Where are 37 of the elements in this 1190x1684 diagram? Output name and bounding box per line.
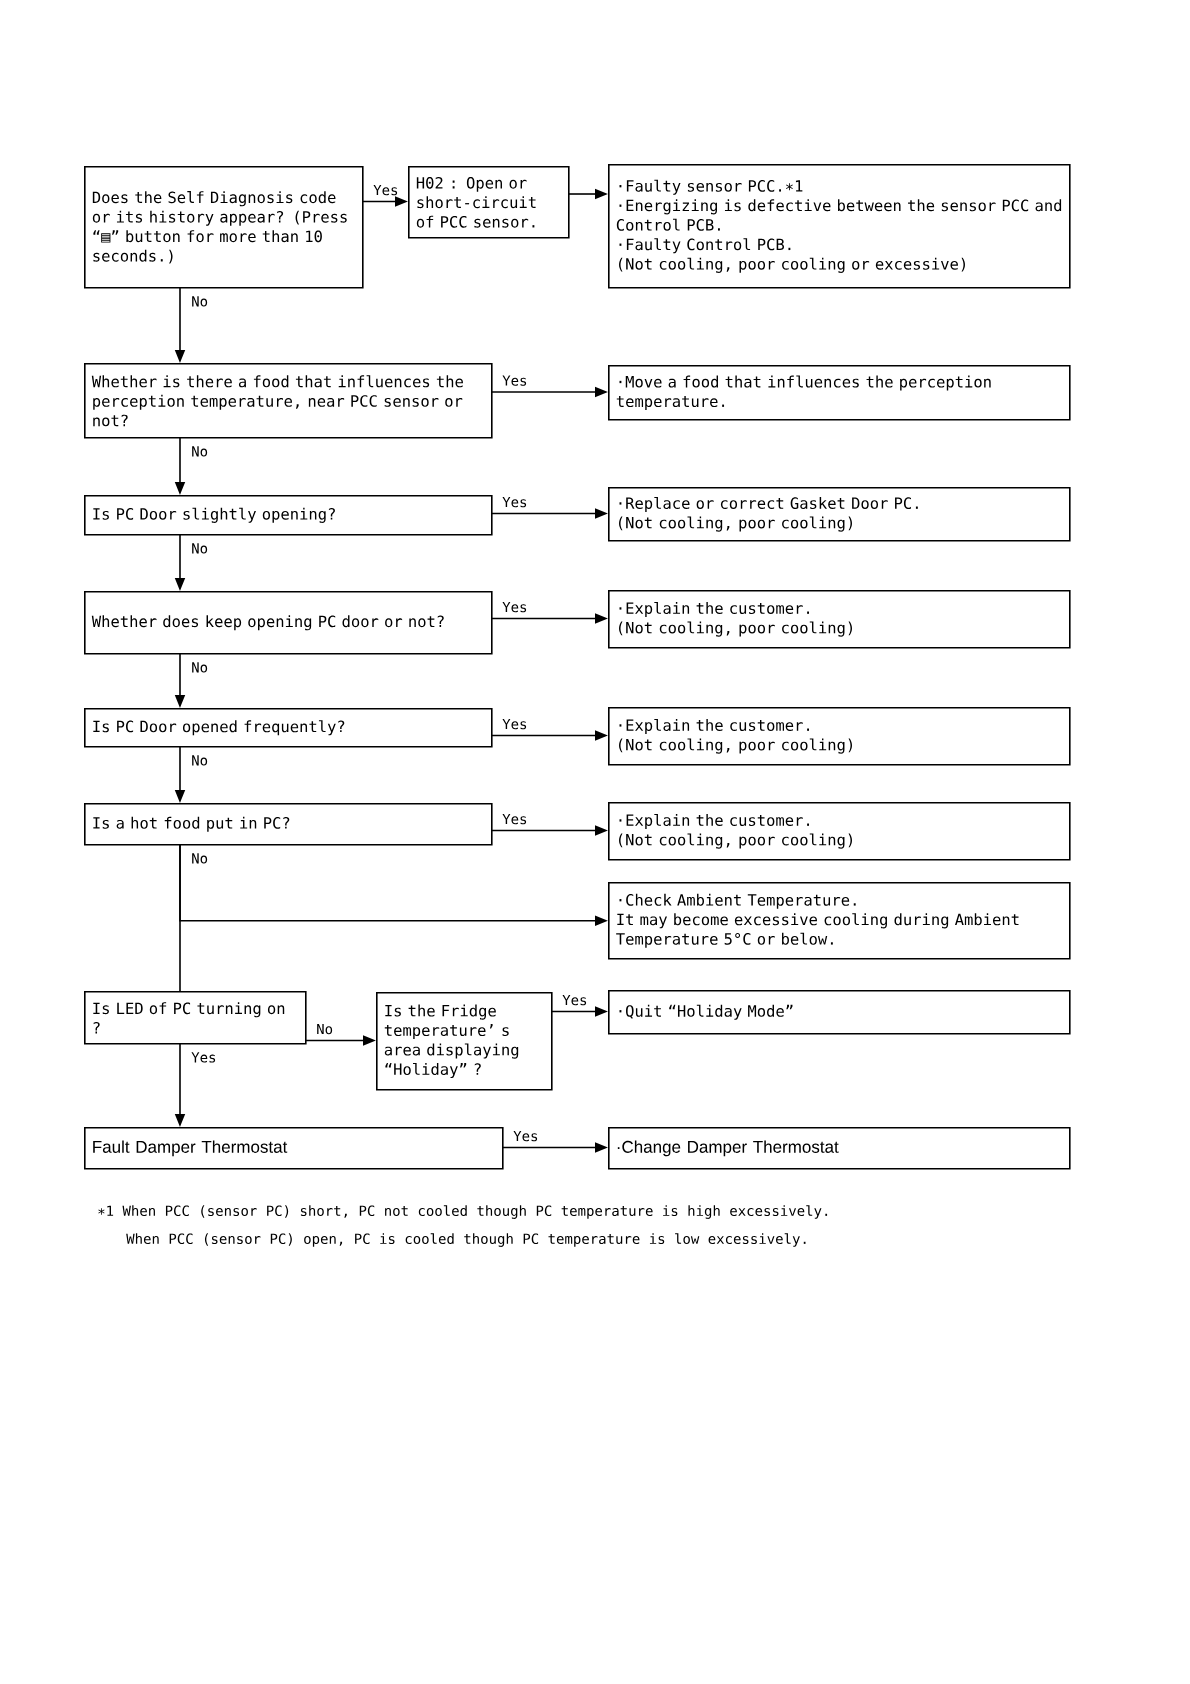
edge-label: Yes xyxy=(502,601,527,613)
edge-label: Yes xyxy=(502,496,527,508)
action-box: ·Explain the customer. (Not cooling, poor cooling) xyxy=(608,802,1071,861)
edge-label: Yes xyxy=(373,184,398,196)
result-box: H02 : Open or short-circuit of PCC sensor. xyxy=(408,166,570,239)
decision-box: Whether is there a food that influences the perception temperature, near PCC sensor or not? xyxy=(84,363,493,439)
edge-label: No xyxy=(317,1023,333,1035)
decision-box: Is LED of PC turning on ? xyxy=(84,991,307,1045)
footnote: When PCC (sensor PC) open, PC is cooled though PC temperature is low excessively. xyxy=(126,1233,806,1247)
edge-label: No xyxy=(192,853,208,864)
edge-label: Yes xyxy=(502,813,527,825)
edge-label: No xyxy=(192,446,208,457)
edge-label: Yes xyxy=(513,1130,538,1142)
edge-label: Yes xyxy=(562,994,587,1006)
action-box: ·Move a food that influences the perception temperature. xyxy=(608,365,1071,421)
decision-box: Whether does keep opening PC door or not? xyxy=(84,591,493,655)
edge-label: No xyxy=(192,755,208,766)
action-box: ·Replace or correct Gasket Door PC. (Not cooling, poor cooling) xyxy=(608,487,1071,542)
action-box: ·Change Damper Thermostat xyxy=(608,1127,1071,1170)
action-box: ·Check Ambient Temperature. It may become excessive cooling during Ambient Temperature 5°C or below. xyxy=(608,882,1071,960)
edge-label: No xyxy=(192,296,208,307)
action-box: ·Quit “Holiday Mode” xyxy=(608,990,1071,1035)
decision-box: Is the Fridge temperature’ s area displaying “Holiday” ? xyxy=(376,992,553,1091)
edge-label: No xyxy=(192,543,208,554)
edge-label: Yes xyxy=(191,1052,216,1063)
footnote: ∗1 When PCC (sensor PC) short, PC not cooled though PC temperature is high excessively. xyxy=(98,1205,828,1219)
decision-box: Is PC Door opened frequently? xyxy=(84,708,493,748)
action-box: ·Explain the customer. (Not cooling, poor cooling) xyxy=(608,707,1071,766)
edge-label: Yes xyxy=(502,718,527,730)
decision-box: Is a hot food put in PC? xyxy=(84,803,493,846)
action-box: ·Faulty sensor PCC.∗1 ·Energizing is defective between the sensor PCC and Control PCB. ·Faulty Control PCB. (Not cooling, poor cooling or excessive) xyxy=(608,164,1071,289)
decision-box: Is PC Door slightly opening? xyxy=(84,495,493,536)
action-box: ·Explain the customer. (Not cooling, poor cooling) xyxy=(608,590,1071,649)
edge-label: No xyxy=(192,662,208,673)
result-box: Fault Damper Thermostat xyxy=(84,1127,504,1170)
edge-label: Yes xyxy=(502,375,527,386)
decision-box: Does the Self Diagnosis code or its history appear? (Press “▤” button for more than 10 seconds.) xyxy=(84,166,364,289)
